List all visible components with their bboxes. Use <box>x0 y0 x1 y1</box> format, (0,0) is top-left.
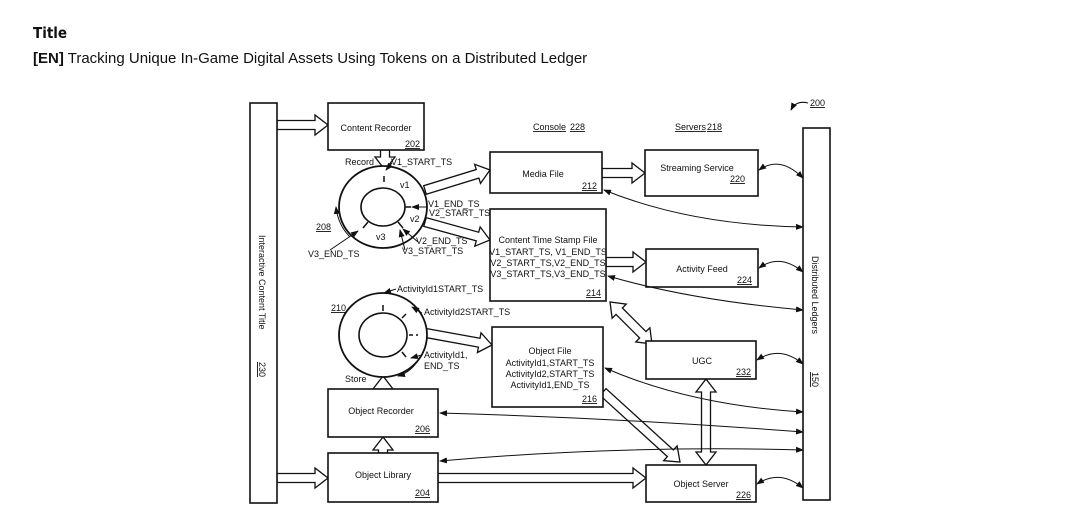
ugc-ref: 232 <box>736 367 751 377</box>
arrow-ring208-to-media-file <box>422 163 492 196</box>
link-ugc-ledger <box>756 353 804 365</box>
patent-title-text: Tracking Unique In-Game Digital Assets U… <box>67 50 588 67</box>
ugc-box: UGC 232 <box>645 340 757 380</box>
ring210-ref: 210 <box>331 303 346 313</box>
arrow-cts-to-activity-feed <box>605 250 648 274</box>
link-recorder-ledger <box>439 410 804 435</box>
object-file-box: Object File ActivityId1,START_TS Activit… <box>491 326 604 408</box>
content-recorder-box: Content Recorder 202 <box>327 102 425 151</box>
cts-ref: 214 <box>586 288 601 298</box>
ring208-v2: v2 <box>410 214 420 224</box>
servers-ref: 218 <box>707 122 722 132</box>
object-file-line-3: ActivityId1,END_TS <box>510 380 589 390</box>
link-objectfile-ledger <box>604 367 804 415</box>
ring210-a1-end-2: END_TS <box>424 361 460 371</box>
object-library-label: Object Library <box>355 470 412 480</box>
media-file-label: Media File <box>522 169 564 179</box>
object-file-ref: 216 <box>582 394 597 404</box>
ring208-v1-end: V1_END_TS <box>428 199 480 209</box>
servers-label: Servers <box>675 122 707 132</box>
arrow-library-to-recorder <box>371 435 395 454</box>
connection-lines <box>439 163 804 489</box>
cts-label: Content Time Stamp File <box>498 235 597 245</box>
object-server-box: Object Server 226 <box>645 464 757 503</box>
activity-feed-label: Activity Feed <box>676 264 728 274</box>
arrow-title-to-content-recorder <box>276 113 330 137</box>
arrow-library-to-server <box>437 466 648 490</box>
ring-buffer-210: ActivityId1START_TS ActivityId2START_TS … <box>331 284 510 384</box>
arrow-cts-ugc <box>609 301 653 345</box>
ring210-a1-start: ActivityId1START_TS <box>397 284 483 294</box>
object-file-line-2: ActivityId2,START_TS <box>506 369 595 379</box>
streaming-service-ref: 220 <box>730 174 745 184</box>
ring208-v3-start: V3_START_TS <box>402 246 463 256</box>
link-library-ledger <box>439 446 804 464</box>
object-file-label: Object File <box>528 346 571 356</box>
ring208-v2-end: V2_END_TS <box>416 236 468 246</box>
section-heading: Title <box>33 24 68 42</box>
language-tag: [EN] <box>33 50 64 67</box>
figure-ref-arrow <box>790 101 809 111</box>
cts-line-3: V3_START_TS,V3_END_TS <box>490 269 605 279</box>
interactive-content-title-label: Interactive Content Title <box>257 235 267 330</box>
ring210-a1-end-1: ActivityId1, <box>424 350 468 360</box>
ring-buffer-208: v1 v2 v3 Record V1_START_TS V1_END_TS V2… <box>308 157 490 259</box>
object-library-box: Object Library 204 <box>327 452 439 503</box>
object-library-ref: 204 <box>415 488 430 498</box>
object-server-ref: 226 <box>736 490 751 500</box>
distributed-ledgers-bar <box>802 127 831 501</box>
ring210-a2-start: ActivityId2START_TS <box>424 307 510 317</box>
ring208-v1-start: V1_START_TS <box>391 157 452 167</box>
activity-feed-ref: 224 <box>737 275 752 285</box>
content-time-stamp-file-box: Content Time Stamp File V1_START_TS, V1_… <box>489 208 607 302</box>
link-media-ledger <box>603 189 804 230</box>
ring208-v2-start: V2_START_TS <box>429 208 490 218</box>
link-objectserver-ledger <box>756 477 804 489</box>
ring208-v3-end: V3_END_TS <box>308 249 360 259</box>
ring208-v1: v1 <box>400 180 410 190</box>
ring208-record: Record <box>345 157 374 167</box>
console-ref: 228 <box>570 122 585 132</box>
link-streaming-ledger <box>758 163 804 179</box>
ring208-ref: 208 <box>316 222 331 232</box>
media-file-ref: 212 <box>582 181 597 191</box>
content-recorder-label: Content Recorder <box>340 123 411 133</box>
link-activity-ledger <box>758 261 804 273</box>
distributed-ledgers-ref: 150 <box>810 372 820 387</box>
object-recorder-ref: 206 <box>415 424 430 434</box>
media-file-box: Media File 212 <box>489 151 603 194</box>
object-recorder-label: Object Recorder <box>348 406 414 416</box>
patent-title: [EN] Tracking Unique In-Game Digital Ass… <box>33 50 587 67</box>
console-label: Console <box>533 122 566 132</box>
ring210-store: Store <box>345 374 367 384</box>
arrow-ugc-object-server <box>694 377 718 467</box>
ugc-label: UGC <box>692 356 713 366</box>
cts-line-2: V2_START_TS,V2_END_TS <box>490 258 605 268</box>
link-cts-ledger <box>607 275 804 313</box>
ring208-v3: v3 <box>376 232 386 242</box>
cts-line-1: V1_START_TS, V1_END_TS <box>489 247 607 257</box>
interactive-content-title-ref: 230 <box>257 362 267 377</box>
content-recorder-ref: 202 <box>405 139 420 149</box>
arrow-ring210-to-object-file <box>424 327 494 354</box>
distributed-ledgers-label: Distributed Ledgers <box>810 256 820 335</box>
figure-ref: 200 <box>810 98 825 108</box>
arrow-ring208-to-cts <box>422 216 492 248</box>
object-recorder-box: Object Recorder 206 <box>327 388 439 438</box>
arrow-title-to-object-library <box>276 466 330 490</box>
arrow-store <box>371 374 395 390</box>
interactive-content-title-bar <box>249 102 278 504</box>
streaming-service-label: Streaming Service <box>660 163 734 173</box>
activity-feed-box: Activity Feed 224 <box>645 248 759 288</box>
streaming-service-box: Streaming Service 220 <box>644 149 759 197</box>
object-file-line-1: ActivityId1,START_TS <box>506 358 595 368</box>
arrow-media-to-streaming <box>601 161 647 185</box>
object-server-label: Object Server <box>673 479 728 489</box>
